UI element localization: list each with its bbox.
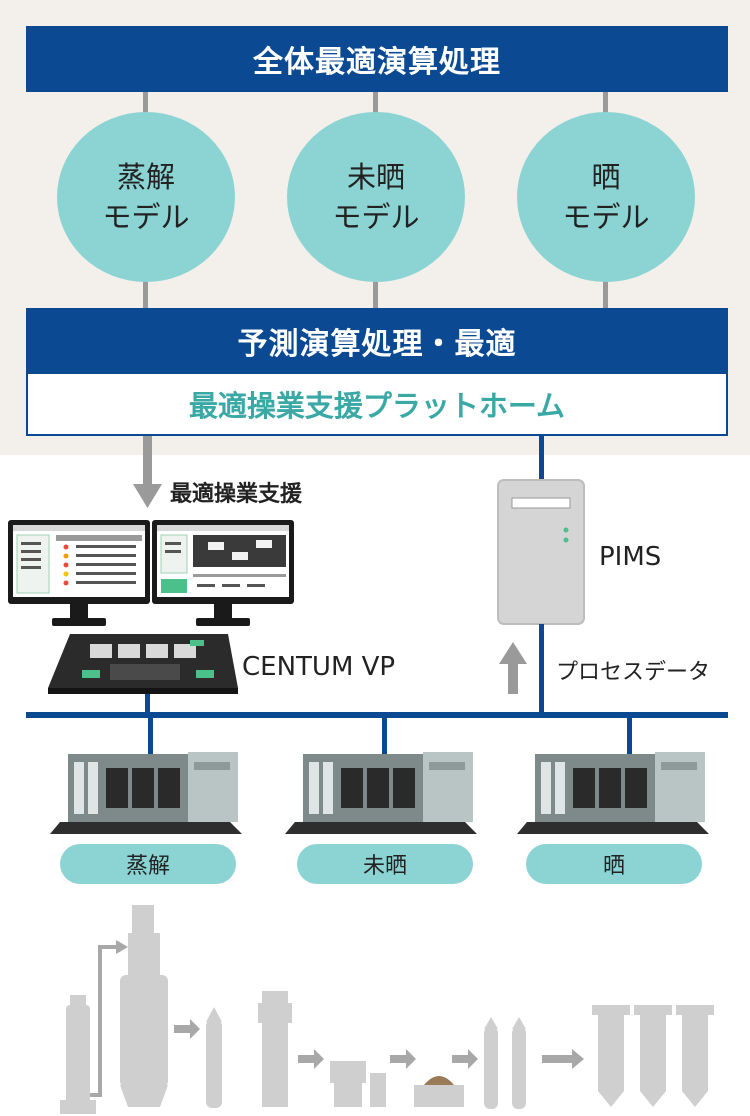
monitor-icon bbox=[152, 520, 294, 626]
platform-label: 最適操業支援プラットホーム bbox=[188, 389, 566, 423]
controller-rack-icon bbox=[50, 752, 242, 834]
arrow-right-icon bbox=[298, 1049, 324, 1069]
connector-line bbox=[603, 278, 608, 308]
server-icon bbox=[497, 479, 585, 625]
drop-line bbox=[148, 718, 153, 754]
arrow-right-icon bbox=[174, 1019, 200, 1039]
equipment-group bbox=[60, 905, 714, 1114]
centum-label: CENTUM VP bbox=[242, 652, 396, 682]
arrow-right-icon bbox=[542, 1049, 584, 1069]
connector-line bbox=[373, 278, 378, 308]
pipe bbox=[90, 945, 118, 1097]
model-suffix: モデル bbox=[102, 200, 190, 234]
washer-icon bbox=[330, 1061, 366, 1083]
controller-rack-icon bbox=[517, 752, 709, 834]
predictive-processing-label: 予測演算処理・最適 bbox=[237, 327, 517, 362]
controller-label-digester: 蒸解 bbox=[60, 844, 236, 884]
arrow-down-icon bbox=[133, 436, 162, 508]
model-circle-unbleached: 未晒 モデル bbox=[287, 112, 465, 282]
connector-line bbox=[143, 278, 148, 308]
controller-label-text: 蒸解 bbox=[125, 854, 170, 879]
model-circle-bleached: 晒 モデル bbox=[517, 112, 695, 282]
drop-line bbox=[382, 718, 387, 754]
process-data-label: プロセスデータ bbox=[556, 660, 711, 685]
controller-rack-icon bbox=[285, 752, 477, 834]
process-equipment bbox=[60, 905, 714, 1114]
server-network-line bbox=[539, 624, 544, 716]
arrow-right-icon bbox=[390, 1049, 416, 1069]
predictive-processing-bar: 予測演算処理・最適 bbox=[26, 308, 728, 374]
support-label: 最適操業支援 bbox=[170, 482, 303, 507]
system-diagram bbox=[8, 434, 585, 716]
controller-label-text: 未晒 bbox=[362, 854, 407, 879]
arrow-right-icon bbox=[116, 940, 128, 954]
arrow-up-icon bbox=[499, 642, 527, 694]
filter-icon bbox=[414, 1085, 464, 1107]
controller-label-bleached: 晒 bbox=[526, 844, 702, 884]
monitor-icon bbox=[8, 520, 150, 626]
model-name: 蒸解 bbox=[116, 160, 175, 194]
connector-line bbox=[373, 92, 378, 122]
control-network bbox=[26, 712, 728, 834]
silo-icon bbox=[592, 1005, 630, 1015]
global-optimization-label: 全体最適演算処理 bbox=[253, 45, 501, 80]
platform-box: 最適操業支援プラットホーム bbox=[26, 374, 728, 436]
controller-label-text: 晒 bbox=[602, 854, 625, 879]
network-bus bbox=[26, 712, 728, 718]
tank-icon bbox=[66, 1005, 90, 1105]
silo-icon bbox=[676, 1005, 714, 1015]
model-name: 晒 bbox=[591, 160, 621, 194]
model-circle-digester: 蒸解 モデル bbox=[57, 112, 235, 282]
platform-server-line bbox=[539, 434, 544, 480]
console-network-line bbox=[145, 694, 150, 716]
model-suffix: モデル bbox=[332, 200, 420, 234]
model-suffix: モデル bbox=[562, 200, 650, 234]
arrow-right-icon bbox=[452, 1049, 478, 1069]
column-icon bbox=[512, 1027, 526, 1109]
connector-line bbox=[143, 92, 148, 122]
controller-label-unbleached: 未晒 bbox=[297, 844, 473, 884]
silo-icon bbox=[634, 1005, 672, 1015]
pims-label: PIMS bbox=[599, 542, 662, 572]
tank-icon bbox=[206, 1020, 222, 1108]
global-optimization-bar: 全体最適演算処理 bbox=[26, 26, 728, 92]
digester-icon bbox=[132, 905, 154, 935]
console-icon bbox=[48, 634, 238, 694]
tower-icon bbox=[262, 991, 288, 1005]
column-icon bbox=[484, 1027, 498, 1109]
drop-line bbox=[627, 718, 632, 754]
connector-line bbox=[603, 92, 608, 122]
model-name: 未晒 bbox=[346, 160, 405, 194]
